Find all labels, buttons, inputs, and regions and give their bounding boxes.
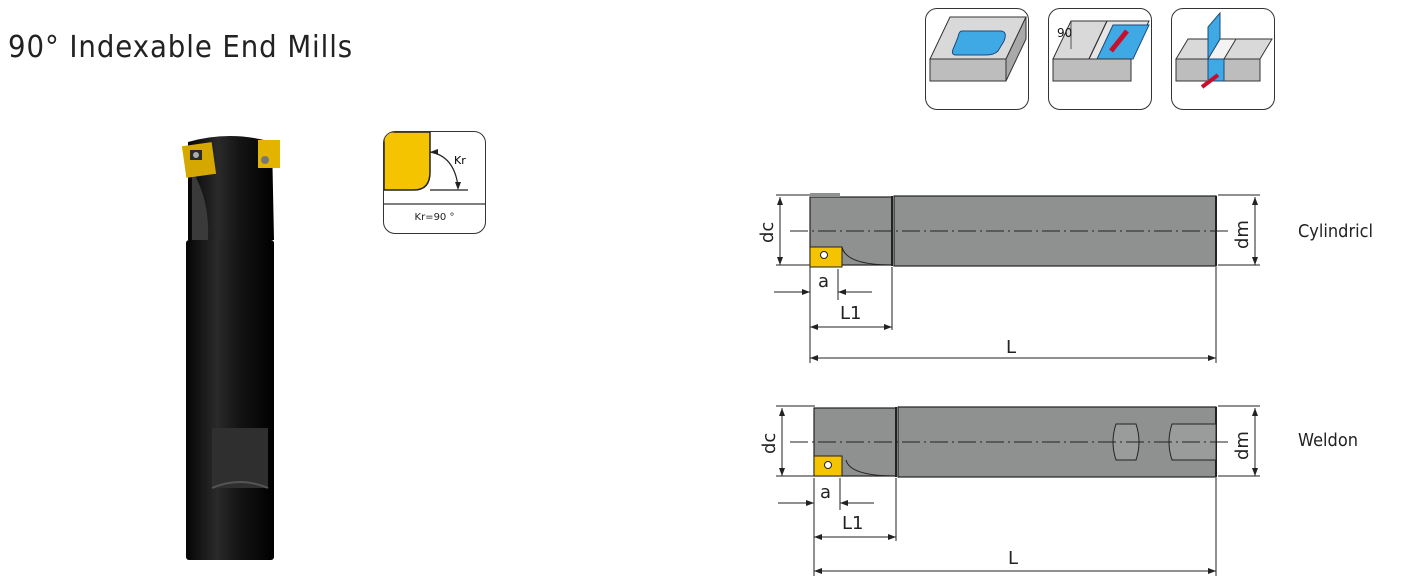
kr-caption: Kr=90 ° (414, 212, 455, 223)
dm-label: dm (1232, 220, 1253, 249)
end-mill-product-image (181, 136, 280, 560)
cylindrical-drawing: dc dm a L1 L (757, 193, 1260, 363)
weldon-drawing: dc dm a L1 L (759, 405, 1260, 576)
kr-angle-symbol: Kr Kr=90 ° (383, 131, 486, 234)
l-label: L (1006, 337, 1016, 358)
page-title: 90° Indexable End Mills (8, 30, 354, 65)
a-label: a (820, 482, 831, 503)
cylindrical-type-label: Cylindricl (1298, 221, 1374, 242)
slot-milling-icon (1171, 8, 1275, 110)
dc-label: dc (759, 433, 780, 454)
a-label: a (818, 271, 829, 292)
dm-label: dm (1232, 431, 1253, 460)
l-label: L (1008, 548, 1018, 569)
pocket-milling-icon (925, 8, 1029, 110)
insert-right-icon (258, 140, 280, 168)
dc-label: dc (757, 222, 778, 243)
l1-label: L1 (842, 513, 863, 534)
shoulder-milling-icon: 90 (1048, 8, 1152, 110)
weldon-type-label: Weldon (1298, 430, 1359, 451)
kr-label: Kr (454, 154, 466, 167)
angle-90-label: 90 (1057, 26, 1072, 40)
l1-label: L1 (840, 303, 861, 324)
insert-left-icon (181, 142, 217, 178)
